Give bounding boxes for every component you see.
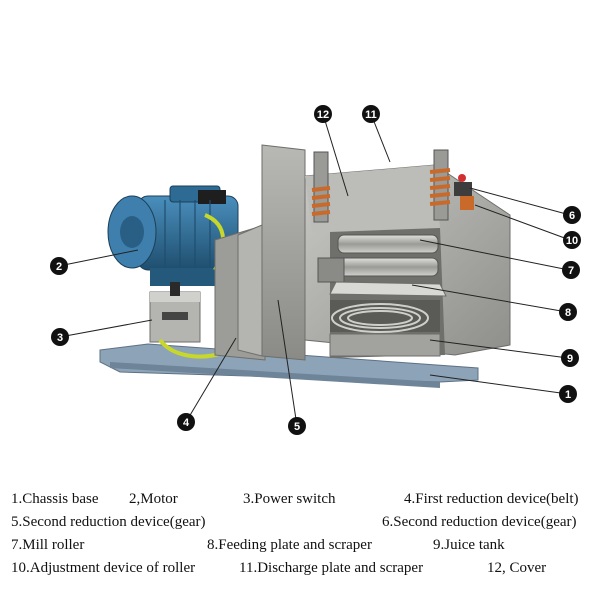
callout-8: 8 — [559, 303, 577, 321]
callout-number: 2 — [56, 261, 62, 273]
callout-circle — [559, 385, 577, 403]
callout-9: 9 — [561, 349, 579, 367]
callout-circle — [563, 206, 581, 224]
callout-circle — [563, 231, 581, 249]
legend-item-second-reduction-device-6: 6.Second reduction device(gear) — [382, 514, 577, 530]
callout-2: 2 — [50, 257, 68, 275]
legend-item-second-reduction-device-5: 5.Second reduction device(gear) — [11, 514, 206, 530]
callout-number: 3 — [57, 332, 63, 344]
legend-item-cover: 12, Cover — [487, 560, 547, 576]
callout-number: 10 — [566, 235, 578, 247]
feeding-plate — [329, 281, 447, 297]
callout-circle — [559, 303, 577, 321]
power-switch — [149, 282, 201, 343]
callout-number: 6 — [569, 210, 575, 222]
legend-item-motor: 2,Motor — [129, 491, 178, 507]
callout-12: 12 — [314, 105, 332, 123]
callout-10: 10 — [563, 231, 581, 249]
legend-item-feeding-plate: 8.Feeding plate and scraper — [207, 537, 372, 553]
adjustment-springs — [311, 149, 474, 223]
callout-number: 11 — [365, 109, 377, 121]
callout-circle — [177, 413, 195, 431]
callout-1: 1 — [559, 385, 577, 403]
legend-item-discharge-plate: 11.Discharge plate and scraper — [239, 560, 424, 576]
legend-item-first-reduction-device: 4.First reduction device(belt) — [404, 491, 579, 507]
callout-circle — [314, 105, 332, 123]
gear-housing — [214, 144, 306, 361]
legend-item-power-switch: 3.Power switch — [243, 491, 336, 507]
callout-number: 12 — [317, 109, 329, 121]
legend-item-mill-roller: 7.Mill roller — [11, 537, 85, 553]
callout-circle — [562, 261, 580, 279]
legend-item-chassis-base: 1.Chassis base — [11, 491, 99, 507]
callout-7: 7 — [562, 261, 580, 279]
legend-item-adjustment-device: 10.Adjustment device of roller — [11, 560, 196, 576]
chassis-base — [99, 343, 479, 388]
callout-number: 7 — [568, 265, 574, 277]
legend-item-juice-tank: 9.Juice tank — [433, 537, 505, 553]
callout-circle — [288, 417, 306, 435]
callout-number: 8 — [565, 307, 571, 319]
callout-circle — [50, 257, 68, 275]
callout-4: 4 — [177, 413, 195, 431]
callout-6: 6 — [563, 206, 581, 224]
callout-number: 1 — [565, 389, 571, 401]
juice-tank — [329, 300, 441, 357]
callout-circle — [362, 105, 380, 123]
motor — [107, 185, 239, 286]
callout-number: 9 — [567, 353, 573, 365]
legend: 1.Chassis base 2,Motor 3.Power switch 4.… — [0, 485, 611, 600]
callout-circle — [561, 349, 579, 367]
callout-5: 5 — [288, 417, 306, 435]
callout-number: 5 — [294, 421, 300, 433]
callout-circle — [51, 328, 69, 346]
callout-number: 4 — [183, 417, 190, 429]
callout-3: 3 — [51, 328, 69, 346]
callout-11: 11 — [362, 105, 380, 123]
